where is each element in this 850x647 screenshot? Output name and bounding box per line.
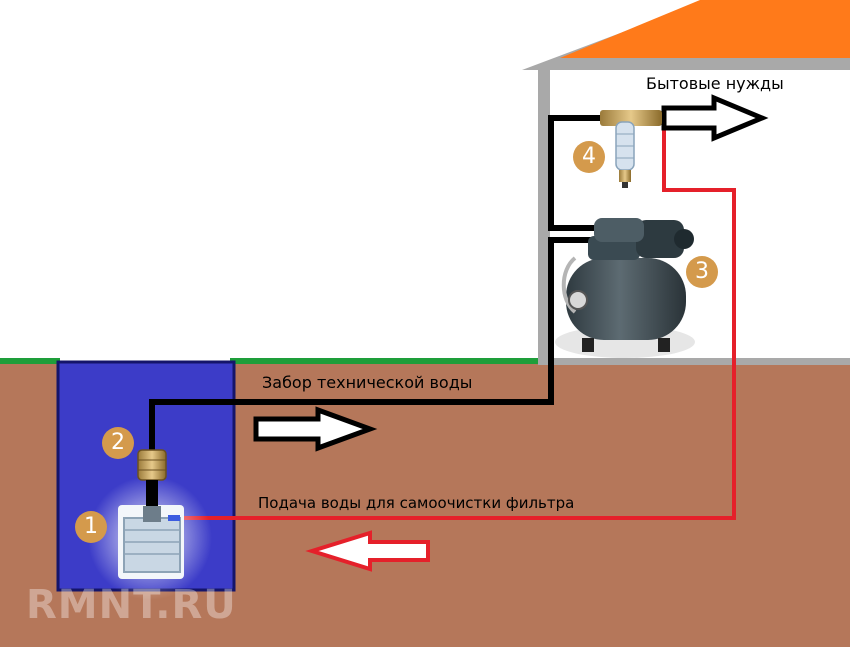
self-cleaning-arrow xyxy=(305,530,430,572)
watermark: RMNT.RU xyxy=(26,582,237,628)
household-label: Бытовые нужды xyxy=(646,74,784,93)
technical-water-label: Забор технической воды xyxy=(262,373,473,392)
household-arrow xyxy=(661,94,769,142)
house-roof xyxy=(560,0,850,58)
grass-right xyxy=(230,358,542,364)
house-wall-left xyxy=(538,70,550,362)
badge-2: 2 xyxy=(102,427,134,459)
pump-station xyxy=(555,218,695,358)
badge-4: 4 xyxy=(573,141,605,173)
check-valve xyxy=(137,449,167,506)
grass-left xyxy=(0,358,60,364)
badge-1: 1 xyxy=(75,511,107,543)
badge-3: 3 xyxy=(686,256,718,288)
house-floor xyxy=(538,358,850,365)
return-pipe xyxy=(176,124,736,520)
house-filter xyxy=(600,110,662,188)
self-cleaning-label: Подача воды для самоочистки фильтра xyxy=(258,494,575,512)
house-pipe xyxy=(548,115,608,231)
pit-filter xyxy=(88,476,212,600)
technical-water-arrow xyxy=(253,406,378,452)
supply-pipe xyxy=(149,237,598,470)
